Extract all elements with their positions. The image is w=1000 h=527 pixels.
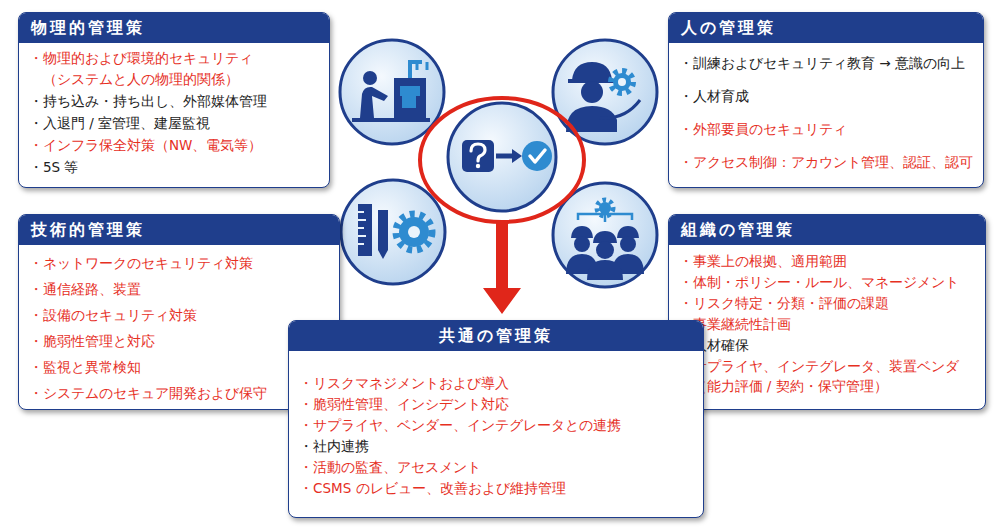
measure-item: ・インフラ保全対策（NW、電気等）	[29, 135, 321, 156]
team-icon-circle-part	[574, 236, 590, 252]
measure-item: ・人材確保	[679, 335, 977, 355]
center-icon-circle-part	[496, 154, 514, 159]
person-gear-icon-circle-part	[600, 100, 640, 118]
measure-item: ・監視と異常検知	[29, 357, 331, 377]
design-icon-circle-part	[378, 210, 388, 259]
center-icon-circle-part	[530, 150, 545, 162]
factory-icon-circle-part	[340, 40, 444, 144]
box-body: ・物理的および環境的セキュリティ （システムと人の物理的関係）・持ち込み・持ち出…	[19, 43, 329, 178]
design-icon-circle-part	[408, 226, 420, 238]
team-icon-circle-part	[599, 202, 611, 214]
box-body: ・訓練およびセキュリティ教育 → 意識の向上・人材育成・外部要員のセキュリティ・…	[669, 43, 983, 172]
measure-item: ・物理的および環境的セキュリティ （システムと人の物理的関係）	[29, 48, 321, 90]
measure-item: ・リスク特定・分類・評価の課題	[679, 293, 977, 313]
center-icon-circle-part	[512, 149, 522, 163]
design-icon-circle-part	[399, 217, 429, 247]
person-gear-icon-circle	[553, 40, 657, 144]
down-arrow	[483, 223, 521, 314]
person-gear-icon-circle-part	[553, 40, 657, 144]
team-icon-circle-part	[620, 236, 636, 252]
team-icon-circle-part	[578, 214, 632, 222]
center-icon-circle-part	[522, 141, 552, 171]
measure-item: ・脆弱性管理と対応	[29, 331, 331, 351]
measure-item: ・システムのセキュア開発および保守	[29, 383, 331, 403]
factory-icon-circle-part	[400, 86, 420, 96]
box-heading: 組織の管理策	[669, 215, 985, 245]
factory-icon-circle-part	[363, 71, 377, 85]
person-gear-icon-circle-part	[581, 81, 603, 103]
measure-item: ・脆弱性管理、インシデント対応	[299, 394, 695, 414]
box-heading: 人の管理策	[669, 13, 983, 43]
design-icon-circle-part	[358, 204, 372, 256]
team-icon-circle-part	[566, 226, 644, 280]
highlight-ellipse	[420, 98, 584, 222]
measure-item: ・入退門 / 室管理、建屋監視	[29, 113, 321, 134]
factory-icon-circle-part	[417, 62, 427, 70]
measure-item: ・持ち込み・持ち出し、外部媒体管理	[29, 91, 321, 112]
factory-icon-circle	[340, 40, 444, 144]
center-icon-circle-part	[448, 103, 556, 211]
measure-item: ・サプライヤ、ベンダー、インテグレータとの連携	[299, 415, 695, 435]
person-gear-icon-circle-part	[611, 71, 633, 93]
measure-item: ・設備のセキュリティ対策	[29, 305, 331, 325]
measure-item: ・CSMS のレビュー、改善および維持管理	[299, 478, 695, 498]
measure-item: ・ネットワークのセキュリティ対策	[29, 253, 331, 273]
measure-item: ・5S 等	[29, 157, 321, 178]
design-icon-circle	[341, 180, 445, 284]
measure-item: ・外部要員のセキュリティ	[679, 119, 975, 139]
design-icon-circle-part	[358, 212, 366, 244]
category-box: 組織の管理策・事業上の根拠、適用範囲・体制・ポリシー・ルール、マネージメント・リ…	[668, 214, 986, 410]
design-icon-circle-part	[396, 214, 432, 250]
measure-item: ・活動の監査、アセスメント	[299, 457, 695, 477]
factory-icon-circle-part	[394, 78, 426, 118]
measure-item: ・社内連携	[299, 436, 695, 456]
measure-item: ・体制・ポリシー・ルール、マネージメント	[679, 272, 977, 292]
design-icon-circle-part	[341, 180, 445, 284]
person-gear-icon-circle-part	[618, 78, 626, 86]
factory-icon-circle-part	[360, 87, 388, 118]
center-icon-circle-part	[476, 164, 480, 168]
category-box: 物理的管理策・物理的および環境的セキュリティ （システムと人の物理的関係）・持ち…	[18, 12, 330, 188]
down-arrow-part	[483, 223, 521, 314]
center-icon-circle-part	[462, 140, 494, 172]
box-heading: 技術的管理策	[19, 215, 339, 245]
measure-item: ・人材育成	[679, 86, 975, 106]
measure-item: ・事業上の根拠、適用範囲	[679, 251, 977, 271]
measure-item: ・リスクマネジメントおよび導入	[299, 373, 695, 393]
measure-item: ・訓練およびセキュリティ教育 → 意識の向上	[679, 53, 975, 73]
box-body: ・リスクマネジメントおよび導入・脆弱性管理、インシデント対応・サプライヤ、ベンダ…	[289, 351, 703, 498]
measure-item: ・サプライヤ、インテグレータ、装置ベンダ （能力評価 / 契約・保守管理）	[679, 356, 977, 396]
person-gear-icon-circle-part	[613, 73, 631, 91]
measure-item: ・アクセス制御：アカウント管理、認証、認可	[679, 152, 975, 172]
center-icon-circle-part	[471, 144, 485, 161]
highlight-ellipse-part	[420, 98, 584, 222]
factory-icon-circle-part	[402, 96, 416, 108]
measure-item: ・通信経路、装置	[29, 279, 331, 299]
team-icon-circle-part	[587, 260, 623, 280]
box-body: ・事業上の根拠、適用範囲・体制・ポリシー・ルール、マネージメント・リスク特定・分…	[669, 245, 985, 396]
measure-item: ・事業継続性計画	[679, 314, 977, 334]
factory-icon-circle-part	[352, 118, 430, 122]
box-heading: 物理的管理策	[19, 13, 329, 43]
center-icon-circle	[448, 103, 556, 211]
box-heading: 共通の管理策	[289, 321, 703, 351]
person-gear-icon-circle-part	[572, 62, 612, 80]
category-box: 共通の管理策・リスクマネジメントおよび導入・脆弱性管理、インシデント対応・サプラ…	[288, 320, 704, 518]
team-icon-circle-part	[596, 241, 614, 259]
category-box: 人の管理策・訓練およびセキュリティ教育 → 意識の向上・人材育成・外部要員のセキ…	[668, 12, 984, 188]
